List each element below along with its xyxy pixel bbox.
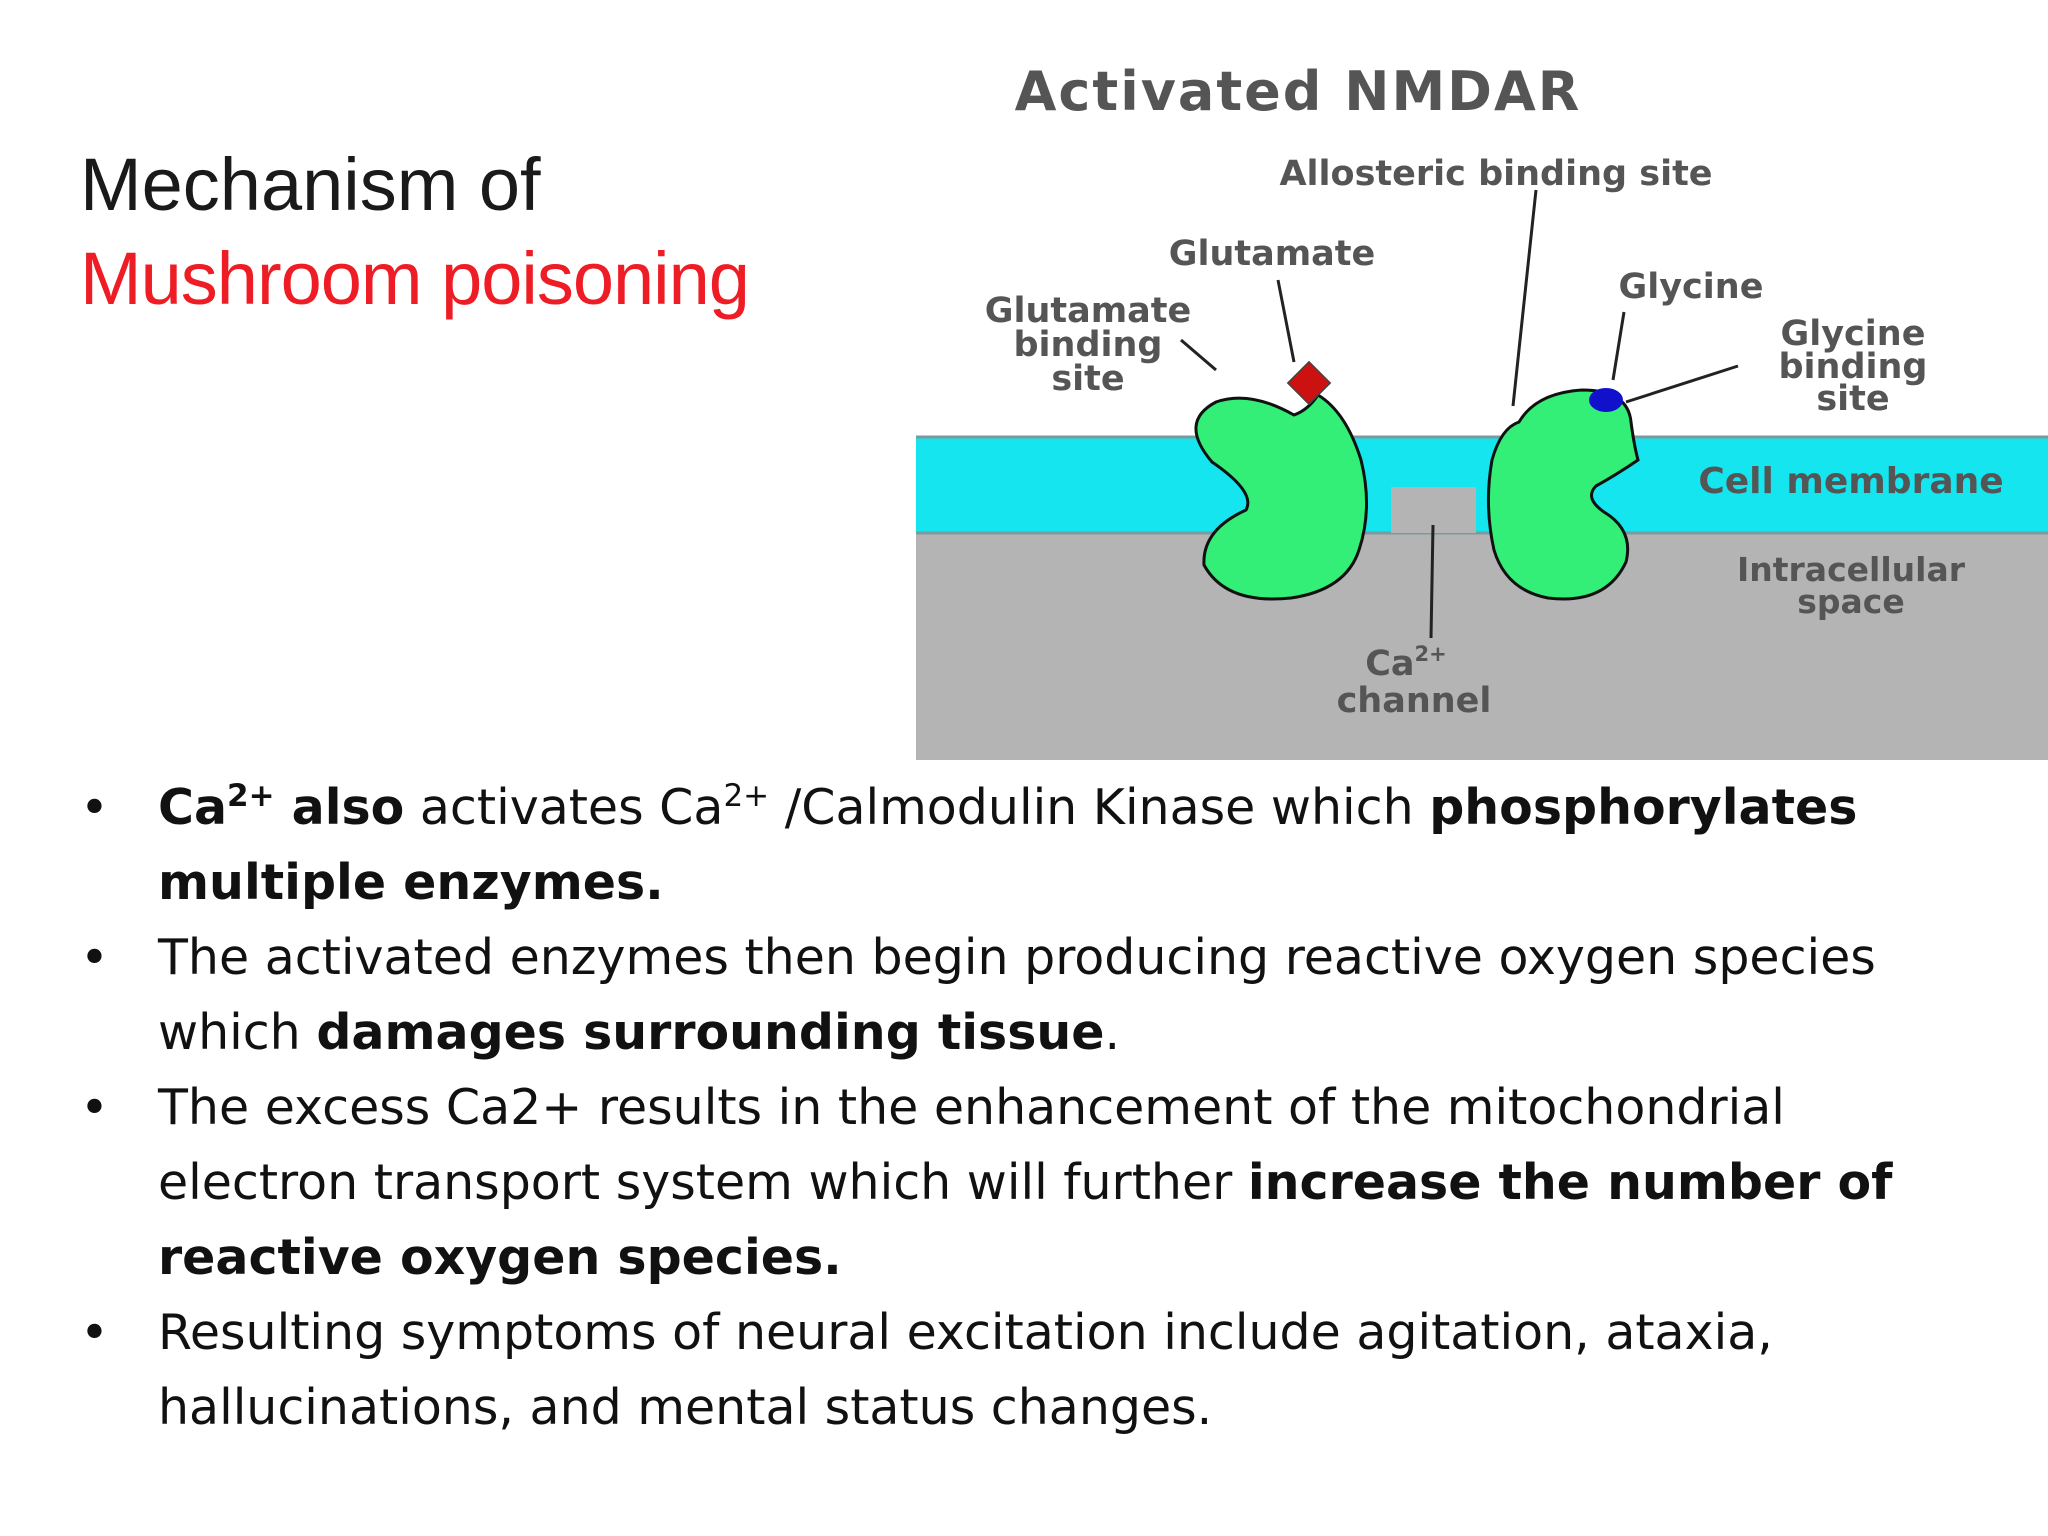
slide-title: Mechanism of Mushroom poisoning xyxy=(80,138,880,326)
label-glycine-site-2: binding xyxy=(1779,347,1928,387)
leader-glutamate-site xyxy=(1180,338,1217,372)
label-allosteric: Allosteric binding site xyxy=(1279,154,1712,194)
b3-bold: increase the number of reactive oxygen s… xyxy=(158,1154,1893,1286)
b1-sup2: 2+ xyxy=(723,778,770,814)
leader-glycine-site xyxy=(1625,364,1739,404)
leader-ca-channel xyxy=(1429,524,1435,639)
bullet-dot: • xyxy=(80,1304,109,1361)
bullet-item-3: • The excess Ca2+ results in the enhance… xyxy=(80,1070,1980,1295)
b2-text: The activated enzymes then begin produci… xyxy=(158,929,1876,1061)
b3-text: The excess Ca2+ results in the enhanceme… xyxy=(158,1079,1785,1211)
label-glutamate-site-3: site xyxy=(1051,359,1124,399)
bullet-dot: • xyxy=(80,1079,109,1136)
label-glutamate-site-1: Glutamate xyxy=(985,291,1192,331)
leader-allosteric xyxy=(1511,189,1538,407)
bullet-item-4: • Resulting symptoms of neural excitatio… xyxy=(80,1295,1980,1445)
b1-ca: Ca xyxy=(158,779,228,836)
receptor-left-subunit xyxy=(1194,392,1368,601)
diagram-heading: Activated NMDAR xyxy=(1015,60,1582,123)
nmdar-diagram: Activated NMDAR Allosteric binding site … xyxy=(916,50,2048,760)
receptor-right-subunit xyxy=(1486,388,1640,601)
bullet-dot: • xyxy=(80,929,109,986)
label-glycine: Glycine xyxy=(1619,267,1764,307)
label-cell-membrane: Cell membrane xyxy=(1698,461,2003,502)
cell-membrane-band xyxy=(916,437,2048,533)
b1-mid: activates Ca xyxy=(404,779,724,836)
label-glycine-site-3: site xyxy=(1816,379,1889,419)
label-ca-channel-1: Ca2+ xyxy=(1365,642,1447,684)
bullet-item-1: • Ca2+ also activates Ca2+ /Calmodulin K… xyxy=(80,770,1980,920)
bullet-list: • Ca2+ also activates Ca2+ /Calmodulin K… xyxy=(80,770,1980,1445)
label-ca-channel-2: channel xyxy=(1337,681,1492,721)
leader-glycine xyxy=(1611,311,1626,381)
label-glycine-site-1: Glycine xyxy=(1781,314,1926,354)
glycine-marker xyxy=(1589,388,1623,412)
title-line-1: Mechanism of xyxy=(80,143,541,226)
label-glutamate-site-2: binding xyxy=(1014,325,1163,365)
b1-sup1: 2+ xyxy=(227,778,275,814)
leader-glutamate xyxy=(1276,279,1296,363)
nmdar-diagram-svg: Activated NMDAR Allosteric binding site … xyxy=(916,60,2048,760)
bullet-dot: • xyxy=(80,779,109,836)
label-ca-channel-sup: 2+ xyxy=(1415,642,1447,666)
label-intracellular-2: space xyxy=(1797,582,1904,621)
b2-end: . xyxy=(1104,1004,1121,1061)
label-glutamate: Glutamate xyxy=(1169,234,1376,274)
bullet-item-2: • The activated enzymes then begin produ… xyxy=(80,920,1980,1070)
label-intracellular-1: Intracellular xyxy=(1737,550,1966,589)
title-line-2: Mushroom poisoning xyxy=(80,237,750,320)
b1-bold: phosphorylates multiple enzymes. xyxy=(158,779,1858,911)
b1-after: /Calmodulin Kinase which xyxy=(769,779,1430,836)
b4-text: Resulting symptoms of neural excitation … xyxy=(158,1304,1773,1436)
label-ca-channel-ca: Ca xyxy=(1365,644,1414,684)
glutamate-marker xyxy=(1286,360,1332,406)
b2-bold: damages surrounding tissue xyxy=(316,1004,1105,1061)
b1-also: also xyxy=(274,779,405,836)
